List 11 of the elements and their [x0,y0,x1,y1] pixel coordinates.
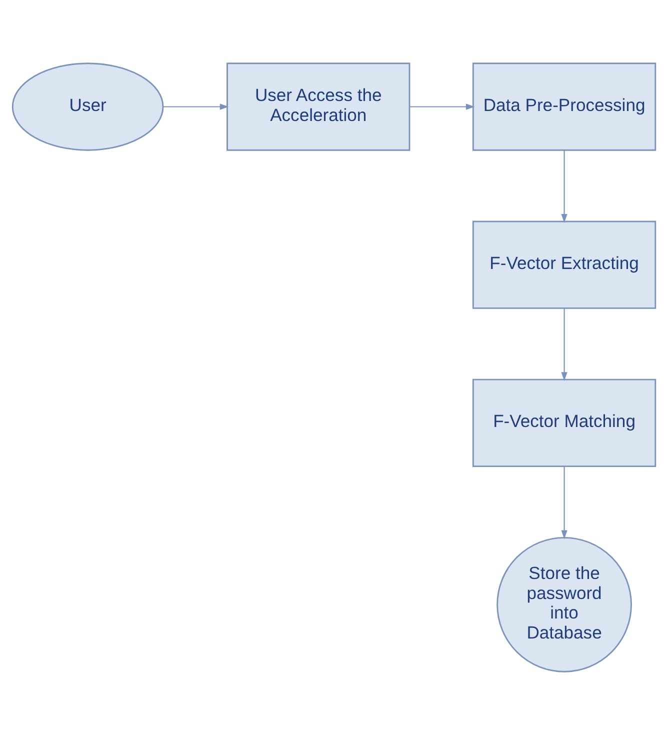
arrow [410,104,475,110]
arrow [561,308,568,381]
node-circle: Store the password into Database [496,536,632,672]
node-box: F-Vector Extracting [472,220,656,309]
node-box: User Access the Acceleration [226,62,410,151]
arrow [163,104,229,110]
node-box: F-Vector Matching [472,378,656,468]
arrow [561,150,568,223]
node-box: Data Pre-Processing [472,62,656,151]
arrow [561,466,568,540]
node-ellipse: User [12,62,164,151]
